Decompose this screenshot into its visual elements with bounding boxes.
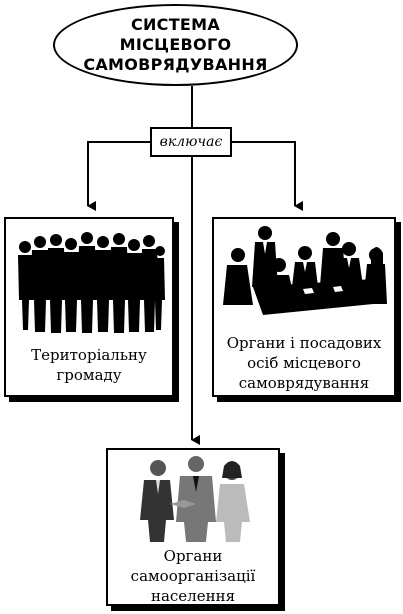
self-organization-box: Органи самоорганізації населення bbox=[106, 448, 280, 606]
officials-label-line-3: самоврядування bbox=[238, 374, 370, 392]
title-line-2: МІСЦЕВОГО bbox=[119, 35, 232, 54]
community-box: Територіальну громаду bbox=[4, 217, 174, 397]
arrow-to-right-box bbox=[232, 141, 303, 211]
title-line-3: САМОВРЯДУВАННЯ bbox=[83, 55, 268, 74]
arrow-to-left-box bbox=[87, 141, 150, 211]
community-label-line-1: Територіальну bbox=[31, 346, 147, 364]
title-line-1: СИСТЕМА bbox=[130, 15, 221, 34]
includes-label: включає bbox=[150, 127, 232, 157]
community-label-line-2: громаду bbox=[56, 366, 122, 384]
officials-label-line-1: Органи і посадових bbox=[226, 334, 382, 352]
system-ellipse: СИСТЕМА МІСЦЕВОГО САМОВРЯДУВАННЯ bbox=[53, 4, 298, 86]
handshake-image bbox=[140, 456, 250, 542]
meeting-image bbox=[223, 226, 387, 315]
self-org-label-line-1: Органи bbox=[163, 547, 223, 565]
crowd-silhouette-image bbox=[18, 232, 165, 333]
officials-box: Органи і посадових осіб місцевого самовр… bbox=[212, 217, 396, 397]
officials-label-line-2: осіб місцевого bbox=[247, 354, 361, 372]
self-org-label-line-2: самоорганізації bbox=[130, 567, 256, 585]
self-org-label-line-3: населення bbox=[150, 587, 236, 605]
